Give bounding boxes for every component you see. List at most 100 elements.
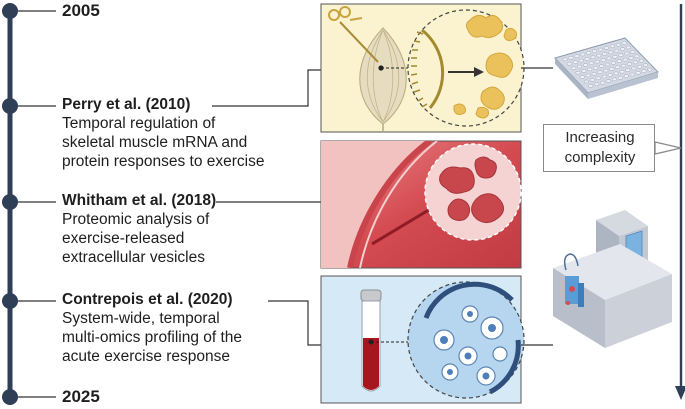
plate-well [620, 47, 626, 51]
plate-well [596, 53, 602, 58]
plate-well [606, 79, 611, 83]
plate-well [594, 59, 600, 64]
plate-well [604, 46, 609, 50]
plate-well [616, 59, 622, 63]
plate-well [634, 54, 640, 59]
plate-well [647, 67, 653, 72]
timeline-axis [2, 3, 56, 405]
plate-well [638, 58, 644, 63]
plate-well [628, 56, 634, 60]
plate-well [609, 67, 615, 71]
multi-omics-panel [320, 275, 553, 404]
plate-well [631, 66, 637, 71]
plate-well [619, 69, 625, 74]
plate-well [595, 76, 601, 81]
plate-well [575, 70, 581, 75]
plate-well [579, 75, 585, 79]
plate-well [581, 69, 587, 73]
timeline-node-contrepois [2, 293, 18, 309]
plate-well [609, 44, 615, 49]
timeline-node-2005 [2, 3, 18, 19]
plate-well [615, 65, 621, 70]
muscle-biopsy-icon [328, 6, 408, 132]
plate-well [593, 66, 599, 70]
mass-spectrometer-icon [553, 210, 672, 348]
study-description-line: System-wide, temporal [62, 310, 220, 327]
plate-well [587, 67, 593, 72]
plate-well [624, 51, 630, 56]
plate-well [591, 72, 597, 76]
plate-well [590, 55, 596, 60]
study-description-line: skeletal muscle mRNA and [62, 134, 248, 151]
timeline-node-perry [2, 98, 18, 114]
plate-well [621, 41, 627, 45]
study-description-line: protein responses to exercise [62, 153, 265, 170]
plate-well [588, 61, 594, 66]
plate-well [578, 58, 584, 63]
plate-well [627, 62, 632, 66]
plate-well [603, 68, 609, 73]
plate-well [610, 61, 616, 65]
plate-well [623, 74, 629, 78]
plate-well [605, 62, 610, 67]
plate-well [611, 77, 617, 82]
plate-well [629, 72, 635, 77]
plate-well [583, 63, 588, 67]
plate-well [635, 71, 641, 75]
plate-well [597, 70, 603, 74]
plate-well [614, 48, 620, 53]
plate-well [622, 57, 628, 62]
study-description-line: exercise-released [62, 230, 185, 247]
plate-well [618, 53, 624, 57]
plate-well [607, 73, 613, 77]
study-title: Perry et al. (2010) [62, 96, 191, 113]
plate-well [602, 52, 608, 56]
complexity-callout-text: Increasing complexity [564, 129, 636, 166]
complexity-callout: Increasing complexity [543, 124, 655, 172]
end-year-label: 2025 [62, 387, 100, 406]
well-plate-icon [554, 37, 659, 99]
plate-well [608, 50, 614, 55]
start-year-label: 2005 [62, 1, 100, 20]
plate-well [584, 57, 590, 61]
plate-well [585, 73, 591, 78]
plate-well [562, 57, 568, 62]
plate-well [637, 65, 643, 69]
study-description-line: extracellular vesicles [62, 249, 205, 266]
plate-well [598, 47, 604, 52]
complexity-arrow [654, 4, 685, 400]
plate-well [574, 54, 580, 58]
plate-well [617, 76, 623, 80]
plate-well [632, 60, 638, 65]
study-title: Contrepois et al. (2020) [62, 291, 233, 308]
plate-well [641, 69, 647, 73]
plate-well [589, 78, 595, 82]
plate-well [613, 71, 619, 76]
study-description-line: Proteomic analysis of [62, 211, 210, 228]
plate-well [586, 51, 592, 55]
plate-well [572, 60, 578, 64]
study-perry: Perry et al. (2010) Temporal regulation … [62, 96, 264, 171]
blood-tube-icon [360, 289, 408, 392]
study-description-line: acute exercise response [62, 348, 231, 365]
study-description-line: Temporal regulation of [62, 115, 216, 132]
plate-well [621, 63, 627, 68]
plate-well [571, 66, 577, 71]
plate-well [612, 55, 618, 59]
plate-well [643, 63, 649, 67]
study-contrepois: Contrepois et al. (2020) System-wide, te… [62, 291, 242, 366]
plate-well [600, 58, 606, 62]
study-description-line: multi-omics profiling of the [62, 329, 243, 346]
timeline-node-whitham [2, 194, 18, 210]
muscle-biopsy-panel [320, 3, 553, 133]
plate-well [600, 80, 606, 85]
plate-well [606, 56, 612, 61]
plate-well [577, 64, 583, 69]
blood-vessel-panel [320, 140, 522, 269]
plate-well [626, 45, 631, 50]
plate-well [568, 56, 574, 60]
plate-well [588, 84, 594, 88]
study-title: Whitham et al. (2018) [62, 192, 217, 209]
